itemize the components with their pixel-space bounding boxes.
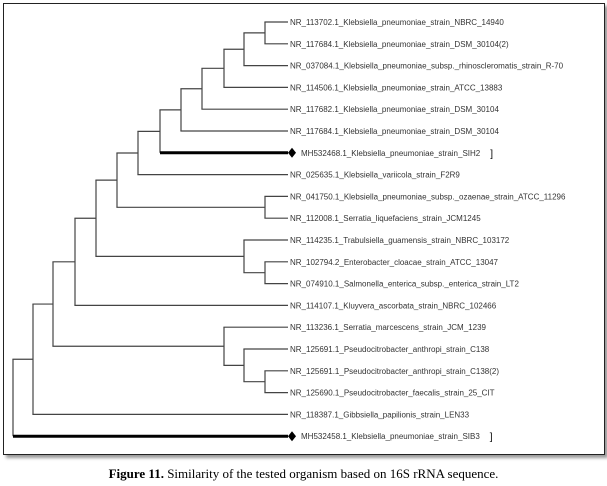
leaf-label: NR_041750.1_Klebsiella_pneumoniae_subsp.… <box>290 192 566 201</box>
leaf-label: NR_117684.1_Klebsiella_pneumoniae_strain… <box>290 40 509 49</box>
leaf-label: NR_114107.1_Kluyvera_ascorbata_strain_NB… <box>290 301 497 310</box>
leaf-label: NR_074910.1_Salmonella_enterica_subsp._e… <box>290 280 519 289</box>
leaf-label: NR_113236.1_Serratia_marcescens_strain_J… <box>290 323 487 332</box>
leaf-label: NR_117682.1_Klebsiella_pneumoniae_strain… <box>290 105 499 114</box>
leaf-label: NR_114506.1_Klebsiella_pneumoniae_strain… <box>290 83 503 92</box>
cluster-bracket: ] <box>490 432 493 443</box>
leaf-label: NR_037084.1_Klebsiella_pneumoniae_subsp.… <box>290 62 564 71</box>
leaf-label: NR_117684.1_Klebsiella_pneumoniae_strain… <box>290 127 499 136</box>
leaf-label: NR_125691.1_Pseudocitrobacter_anthropi_s… <box>290 345 490 354</box>
leaf-label: NR_114235.1_Trabulsiella_guamensis_strai… <box>290 236 510 245</box>
diamond-marker-icon <box>288 147 296 158</box>
figure-frame <box>3 3 605 455</box>
leaf-label: NR_125691.1_Pseudocitrobacter_anthropi_s… <box>290 367 499 376</box>
phylogenetic-tree: NR_113702.1_Klebsiella_pneumoniae_strain… <box>12 18 566 443</box>
leaf-label: NR_112008.1_Serratia_liquefaciens_strain… <box>290 214 481 223</box>
leaf-label: NR_025635.1_Klebsiella_variicola_strain_… <box>290 171 460 180</box>
caption-prefix: Figure 11. <box>108 466 164 481</box>
caption-text: Similarity of the tested organism based … <box>163 466 499 481</box>
leaf-label: NR_125690.1_Pseudocitrobacter_faecalis_s… <box>290 389 495 398</box>
diamond-marker-icon <box>288 431 296 442</box>
leaf-label: NR_113702.1_Klebsiella_pneumoniae_strain… <box>290 18 504 27</box>
cluster-bracket: ] <box>490 149 493 160</box>
leaf-label: NR_118387.1_Gibbsiella_papilionis_strain… <box>290 410 470 419</box>
figure-caption: Figure 11. Similarity of the tested orga… <box>0 466 607 482</box>
leaf-label: NR_102794.2_Enterobacter_cloacae_strain_… <box>290 258 499 267</box>
leaf-label: MH532468.1_Klebsiella_pneumoniae_strain_… <box>301 149 481 158</box>
leaf-label: MH532458.1_Klebsiella_pneumoniae_strain_… <box>301 432 480 441</box>
